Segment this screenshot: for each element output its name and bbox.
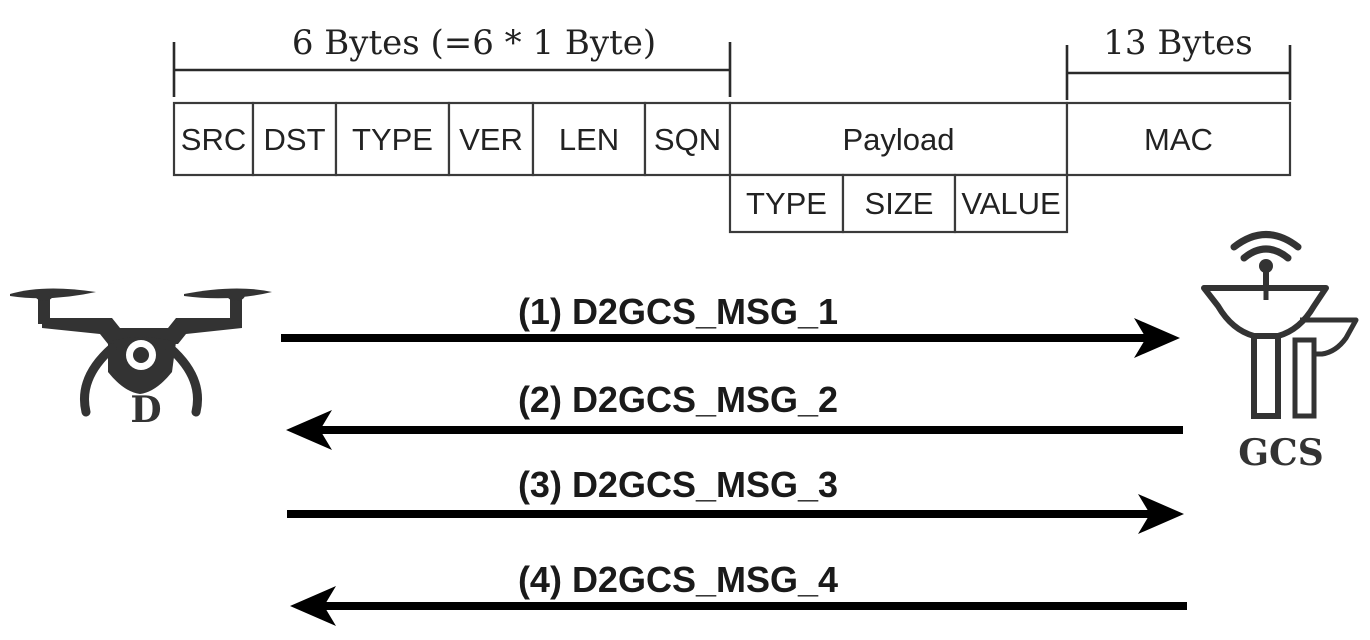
subfield-type: TYPE [728,173,845,234]
field-type: TYPE [334,101,451,177]
message-1: (1) D2GCS_MSG_1 [281,291,1180,358]
subfield-size-label: SIZE [865,186,934,221]
header-bytes-bracket: 6 Bytes (=6 * 1 Byte) [172,23,732,97]
header-bytes-label: 6 Bytes (=6 * 1 Byte) [292,23,656,63]
gcs-label: GCS [1238,432,1323,474]
message-3: (3) D2GCS_MSG_3 [287,464,1184,534]
field-ver: VER [447,101,535,177]
message-2-label: (2) D2GCS_MSG_2 [518,379,838,420]
subfield-value-label: VALUE [961,186,1060,221]
field-mac: MAC [1065,101,1292,177]
drone-icon [10,288,272,417]
field-dst: DST [251,101,338,177]
field-sqn-label: SQN [654,122,721,157]
field-mac-label: MAC [1144,122,1213,157]
field-type-label: TYPE [352,122,433,157]
field-ver-label: VER [459,122,523,157]
field-src: SRC [172,101,255,177]
packet-row: SRC DST TYPE VER LEN SQN Payload MAC [172,101,1292,177]
message-4: (4) D2GCS_MSG_4 [290,559,1187,626]
message-3-arrowhead-icon [1138,494,1184,534]
payload-subfields-row: TYPE SIZE VALUE [728,173,1069,234]
field-payload-label: Payload [842,122,954,157]
mac-bytes-bracket: 13 Bytes [1065,23,1292,100]
subfield-value: VALUE [953,173,1069,234]
subfield-type-label: TYPE [746,186,827,221]
field-dst-label: DST [264,122,326,157]
ground-station-antenna-icon [1201,231,1359,419]
subfield-size: SIZE [841,173,957,234]
field-payload: Payload [728,101,1069,177]
mac-bytes-label: 13 Bytes [1103,23,1253,63]
drone-label: D [130,389,161,431]
field-src-label: SRC [181,122,246,157]
message-3-label: (3) D2GCS_MSG_3 [518,464,838,505]
field-sqn: SQN [643,101,732,177]
message-1-label: (1) D2GCS_MSG_1 [518,291,838,332]
message-2-arrowhead-icon [286,410,332,450]
field-len: LEN [531,101,647,177]
field-len-label: LEN [559,122,619,157]
message-1-arrowhead-icon [1134,318,1180,358]
message-2: (2) D2GCS_MSG_2 [286,379,1183,450]
message-4-arrowhead-icon [290,586,336,626]
message-4-label: (4) D2GCS_MSG_4 [518,559,838,600]
